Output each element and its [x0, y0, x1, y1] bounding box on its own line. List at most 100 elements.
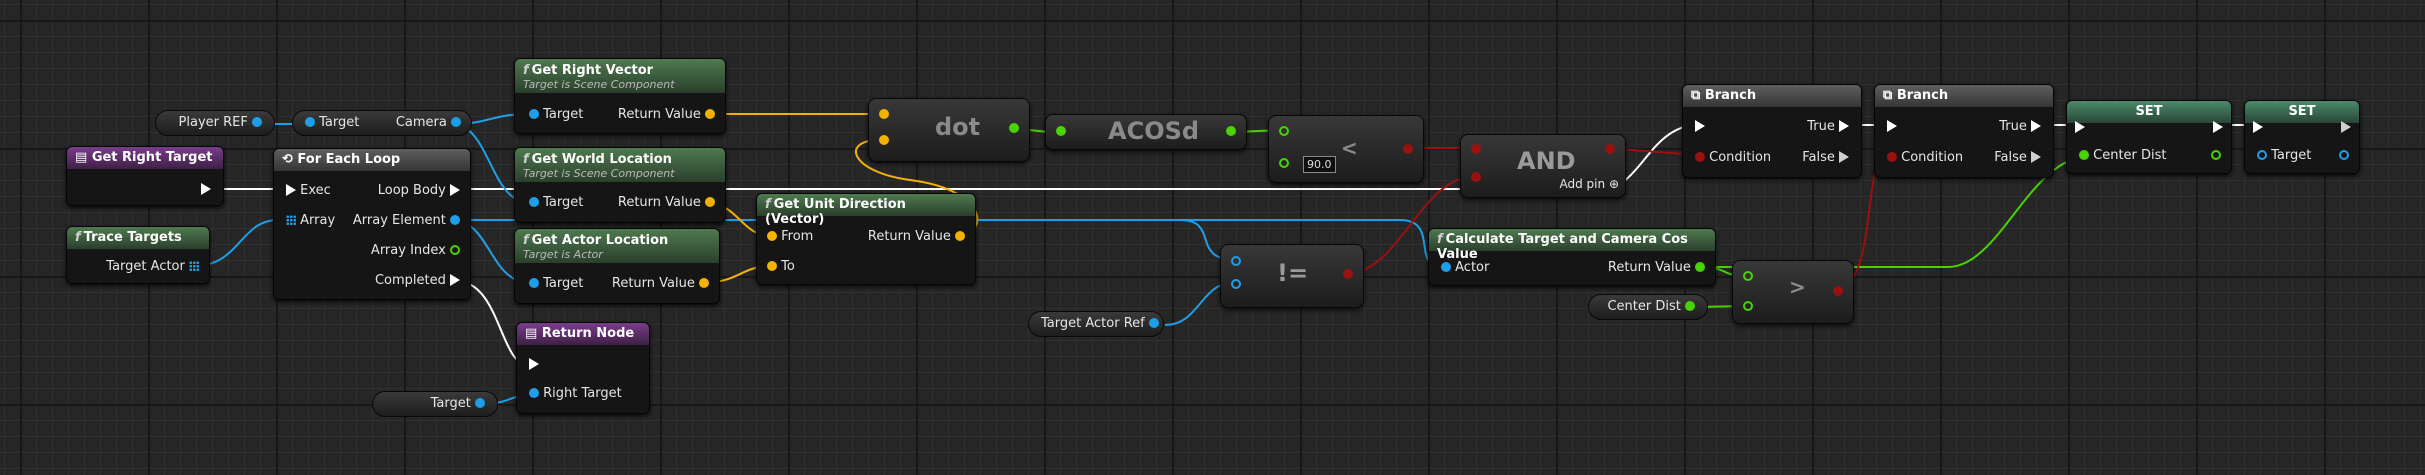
branch-icon: ⧉: [1691, 88, 1705, 103]
value-field[interactable]: 90.0: [1303, 156, 1336, 173]
exec-out-pin[interactable]: [2341, 120, 2351, 135]
camera-getter-node[interactable]: Target Camera: [292, 110, 472, 136]
array-pin-icon: [189, 261, 199, 271]
branch-node-2[interactable]: ⧉ Branch Condition True False: [1874, 84, 2054, 178]
and-node[interactable]: AND Add pin ⊕: [1460, 134, 1626, 198]
return-node[interactable]: ▤ Return Node Right Target: [516, 322, 650, 414]
array-in-pin[interactable]: Array: [286, 213, 335, 228]
from-pin[interactable]: From: [767, 229, 813, 244]
target-in-pin[interactable]: [305, 117, 315, 127]
b-pin[interactable]: [1231, 279, 1241, 289]
return-value-pin[interactable]: Return Value: [868, 229, 965, 244]
right-target-pin[interactable]: Right Target: [529, 386, 622, 401]
object-out-pin[interactable]: [252, 117, 262, 127]
loop-body-pin[interactable]: Loop Body: [378, 183, 460, 198]
array-element-pin[interactable]: Array Element: [353, 213, 460, 228]
node-header: ⟲ For Each Loop: [274, 149, 470, 171]
exec-out-pin[interactable]: [2213, 120, 2223, 135]
a-pin[interactable]: [1279, 126, 1289, 136]
node-header: ▤ Return Node: [517, 323, 649, 345]
exec-in-pin[interactable]: Exec: [286, 183, 331, 198]
object-out-pin[interactable]: [1148, 318, 1159, 328]
false-pin[interactable]: False: [1994, 150, 2041, 165]
loop-icon: ⟲: [282, 152, 298, 167]
result-pin[interactable]: [1403, 144, 1413, 154]
a-pin[interactable]: [879, 109, 889, 119]
exec-in-pin[interactable]: [529, 357, 539, 372]
less-than-node[interactable]: 90.0 <: [1268, 115, 1424, 183]
exec-in-pin[interactable]: [2253, 120, 2263, 135]
result-pin[interactable]: [1009, 123, 1019, 133]
return-value-pin[interactable]: Return Value: [618, 195, 715, 210]
a-pin[interactable]: [1231, 256, 1241, 266]
result-pin[interactable]: [1605, 144, 1615, 154]
target-getter-node[interactable]: Target: [372, 391, 498, 417]
actor-in-pin[interactable]: Actor: [1441, 260, 1489, 275]
input-pin[interactable]: [1056, 126, 1066, 136]
center-dist-in-pin[interactable]: Center Dist: [2079, 148, 2167, 163]
player-ref-node[interactable]: Player REF: [155, 110, 275, 136]
array-index-pin[interactable]: Array Index: [371, 243, 460, 258]
center-dist-out-pin[interactable]: [2211, 148, 2221, 163]
target-actor-out-pin[interactable]: Target Actor: [106, 259, 199, 274]
exec-in-pin[interactable]: [1887, 119, 1897, 134]
float-out-pin[interactable]: [1685, 301, 1695, 311]
exec-in-pin[interactable]: [2075, 120, 2085, 135]
condition-pin[interactable]: Condition: [1695, 150, 1771, 165]
for-each-loop-node[interactable]: ⟲ For Each Loop Exec Array Loop Body Arr…: [273, 148, 471, 300]
node-header: ⧉ Branch: [1683, 85, 1861, 107]
false-pin[interactable]: False: [1802, 150, 1849, 165]
branch-node-1[interactable]: ⧉ Branch Condition True False: [1682, 84, 1862, 178]
target-in-pin[interactable]: Target: [529, 195, 583, 210]
return-value-pin[interactable]: Return Value: [618, 107, 715, 122]
completed-pin[interactable]: Completed: [375, 273, 460, 288]
output-pin[interactable]: [1226, 126, 1236, 136]
b-pin[interactable]: [1471, 172, 1481, 182]
set-target-node[interactable]: SET Target: [2244, 100, 2360, 174]
camera-out-pin[interactable]: [451, 117, 461, 127]
b-pin[interactable]: [1743, 301, 1753, 311]
node-header: SET: [2067, 101, 2231, 123]
exec-out-pin[interactable]: [201, 182, 211, 197]
target-in-pin[interactable]: Target: [2257, 148, 2311, 163]
result-pin[interactable]: [1343, 269, 1353, 279]
dot-product-node[interactable]: dot: [868, 98, 1030, 162]
result-pin[interactable]: [1833, 286, 1843, 296]
a-pin[interactable]: [1743, 271, 1753, 281]
b-pin[interactable]: [1279, 158, 1289, 168]
a-pin[interactable]: [1471, 144, 1481, 154]
to-pin[interactable]: To: [767, 259, 795, 274]
target-actor-ref-node[interactable]: Target Actor Ref: [1028, 311, 1164, 337]
not-equal-node[interactable]: !=: [1220, 244, 1364, 308]
node-header: ⧉ Branch: [1875, 85, 2053, 107]
set-center-dist-node[interactable]: SET Center Dist: [2066, 100, 2232, 174]
exec-in-pin[interactable]: [1695, 119, 1705, 134]
branch-icon: ⧉: [1883, 88, 1897, 103]
object-out-pin[interactable]: [475, 398, 485, 408]
return-value-pin[interactable]: Return Value: [612, 276, 709, 291]
get-right-target-node[interactable]: ▤ Get Right Target: [66, 146, 224, 206]
condition-pin[interactable]: Condition: [1887, 150, 1963, 165]
target-in-pin[interactable]: Target: [529, 107, 583, 122]
acosd-node[interactable]: ACOSd: [1045, 114, 1247, 150]
true-pin[interactable]: True: [1999, 119, 2041, 134]
greater-than-node[interactable]: >: [1732, 260, 1854, 324]
b-pin[interactable]: [879, 135, 889, 145]
target-in-pin[interactable]: Target: [529, 276, 583, 291]
add-pin-button[interactable]: Add pin ⊕: [1559, 177, 1620, 191]
return-value-pin[interactable]: Return Value: [1608, 260, 1705, 275]
center-dist-getter-node[interactable]: Center Dist: [1588, 294, 1708, 320]
target-out-pin[interactable]: [2339, 148, 2349, 163]
true-pin[interactable]: True: [1807, 119, 1849, 134]
